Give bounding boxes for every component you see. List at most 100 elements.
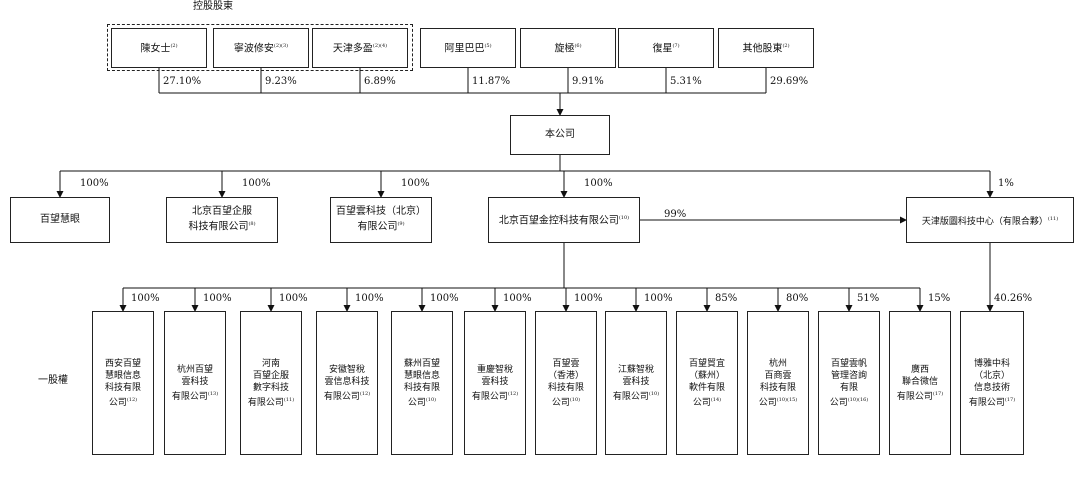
subsidiary-2: 杭州百望 雲科技 有限公司(13) [164,311,226,455]
shareholder-s3: 天津多盈(2)(4) [312,28,408,68]
entity-name: 百望雲科技（北京） 有限公司(9) [336,206,426,233]
footnote-ref: (10) [569,396,581,403]
footnote-ref: (7) [672,43,680,50]
tianjin-subsidiary: 博雅中科 （北京） 信息技術 有限公司(17) [960,311,1024,455]
subsidiary-pct: 51% [857,293,880,304]
footnote-ref: (17) [932,390,944,397]
footnote-ref: (2)(3) [273,43,289,50]
level2-l4: 北京百望金控科技有限公司(10) [488,197,640,243]
footnote-ref: (2)(4) [372,43,388,50]
subsidiary-pct: 100% [203,293,232,304]
level2-l1: 百望慧眼 [10,197,110,243]
subsidiary-10: 杭州 百商雲 科技有限 公司(10)(15) [747,311,809,455]
entity-name: 博雅中科 （北京） 信息技術 有限公司(17) [968,358,1016,408]
entity-name: 北京百望金控科技有限公司(10) [498,215,630,227]
entity-name: 重慶智稅 雲科技 有限公司(12) [471,364,519,402]
subsidiary-pct: 100% [574,293,603,304]
shareholder-pct: 9.23% [265,76,297,87]
subsidiary-8: 江蘇智稅 雲科技 有限公司(10) [605,311,667,455]
subsidiary-pct: 100% [644,293,673,304]
footnote-ref: (10) [425,396,437,403]
footnote-ref: (5) [484,43,492,50]
subsidiary-12: 廣西 聯合微信 有限公司(17) [889,311,951,455]
shareholder-s2: 寧波修安(2)(3) [213,28,309,68]
subsidiary-pct: 15% [928,293,951,304]
subsidiary-pct: 100% [131,293,160,304]
footnote-ref: (2) [782,43,790,50]
footnote-ref: (12) [359,390,371,397]
shareholder-pct: 9.91% [572,76,604,87]
entity-name: 寧波修安(2)(3) [233,43,289,55]
footnote-ref: (2) [170,43,178,50]
entity-name: 陳女士(2) [140,43,178,55]
level2-pct: 100% [401,178,430,189]
level2-pct: 100% [584,178,613,189]
footnote-ref: (10) [648,390,660,397]
entity-name: 百望貿宜 （蘇州） 軟件有限 公司(14) [688,358,725,408]
shareholder-s6: 復星(7) [618,28,714,68]
minority-label: 一股權 [38,375,68,386]
shareholder-pct: 5.31% [670,76,702,87]
footnote-ref: (6) [574,43,582,50]
footnote-ref: (10)(15) [776,396,798,403]
footnote-ref: (10)(16) [847,396,869,403]
footnote-ref: (17) [1004,396,1016,403]
shareholder-s5: 旋極(6) [520,28,616,68]
entity-name: 安徽智稅 雲信息科技 有限公司(12) [323,364,371,402]
entity-name: 百望慧眼 [40,214,80,225]
entity-name: 其他股東(2) [742,43,790,55]
level2-l5: 天津版圖科技中心（有限合夥）(11) [906,197,1074,243]
subsidiary-5: 蘇州百望 慧眼信息 科技有限 公司(10) [391,311,453,455]
shareholder-pct: 27.10% [163,76,202,87]
footnote-ref: (9) [397,221,405,228]
entity-name: 天津版圖科技中心（有限合夥）(11) [921,215,1059,227]
entity-name: 天津多盈(2)(4) [332,43,388,55]
entity-name: 蘇州百望 慧眼信息 科技有限 公司(10) [403,358,440,408]
subsidiary-6: 重慶智稅 雲科技 有限公司(12) [464,311,526,455]
level2-pct: 1% [998,178,1014,189]
subsidiary-9: 百望貿宜 （蘇州） 軟件有限 公司(14) [676,311,738,455]
footnote-ref: (12) [507,390,519,397]
subsidiary-4: 安徽智稅 雲信息科技 有限公司(12) [316,311,378,455]
entity-name: 復星(7) [652,43,680,55]
footnote-ref: (10) [618,215,630,222]
entity-name: 本公司 [545,129,575,140]
entity-name: 西安百望 慧眼信息 科技有限 公司(12) [104,358,141,408]
entity-name: 阿里巴巴(5) [444,43,492,55]
level2-l2: 北京百望企服 科技有限公司(8) [166,197,278,243]
level2-pct: 100% [80,178,109,189]
footnote-ref: (14) [710,396,722,403]
shareholder-pct: 29.69% [770,76,809,87]
subsidiary-pct: 100% [430,293,459,304]
shareholder-s1: 陳女士(2) [111,28,207,68]
footnote-ref: (12) [126,396,138,403]
shareholder-s7: 其他股東(2) [718,28,814,68]
entity-name: 杭州 百商雲 科技有限 公司(10)(15) [758,358,798,408]
footnote-ref: (11) [1047,215,1059,222]
entity-name: 江蘇智稅 雲科技 有限公司(10) [612,364,660,402]
subsidiary-7: 百望雲 （香港） 科技有限 公司(10) [535,311,597,455]
footnote-ref: (11) [283,396,295,403]
subsidiary-pct: 85% [715,293,738,304]
entity-name: 廣西 聯合微信 有限公司(17) [896,364,944,402]
footnote-ref: (8) [248,221,256,228]
entity-name: 北京百望企服 科技有限公司(8) [188,206,256,233]
subsidiary-3: 河南 百望企服 數字科技 有限公司(11) [240,311,302,455]
subsidiary-pct: 80% [786,293,809,304]
entity-name: 百望雲 （香港） 科技有限 公司(10) [547,358,584,408]
shareholder-s4: 阿里巴巴(5) [420,28,516,68]
subsidiary-pct: 100% [279,293,308,304]
jinkong-to-tianjin-pct: 99% [664,209,687,220]
controlling-shareholders-label: 控股股東 [193,1,233,12]
entity-name: 百望雲帆 管理咨詢 有限 公司(10)(16) [829,358,869,408]
entity-name: 杭州百望 雲科技 有限公司(13) [171,364,219,402]
footnote-ref: (13) [207,390,219,397]
level2-pct: 100% [242,178,271,189]
controlling-shareholders-group [107,24,413,71]
entity-name: 旋極(6) [554,43,582,55]
subsidiary-11: 百望雲帆 管理咨詢 有限 公司(10)(16) [818,311,880,455]
shareholder-pct: 6.89% [364,76,396,87]
level2-l3: 百望雲科技（北京） 有限公司(9) [330,197,432,243]
